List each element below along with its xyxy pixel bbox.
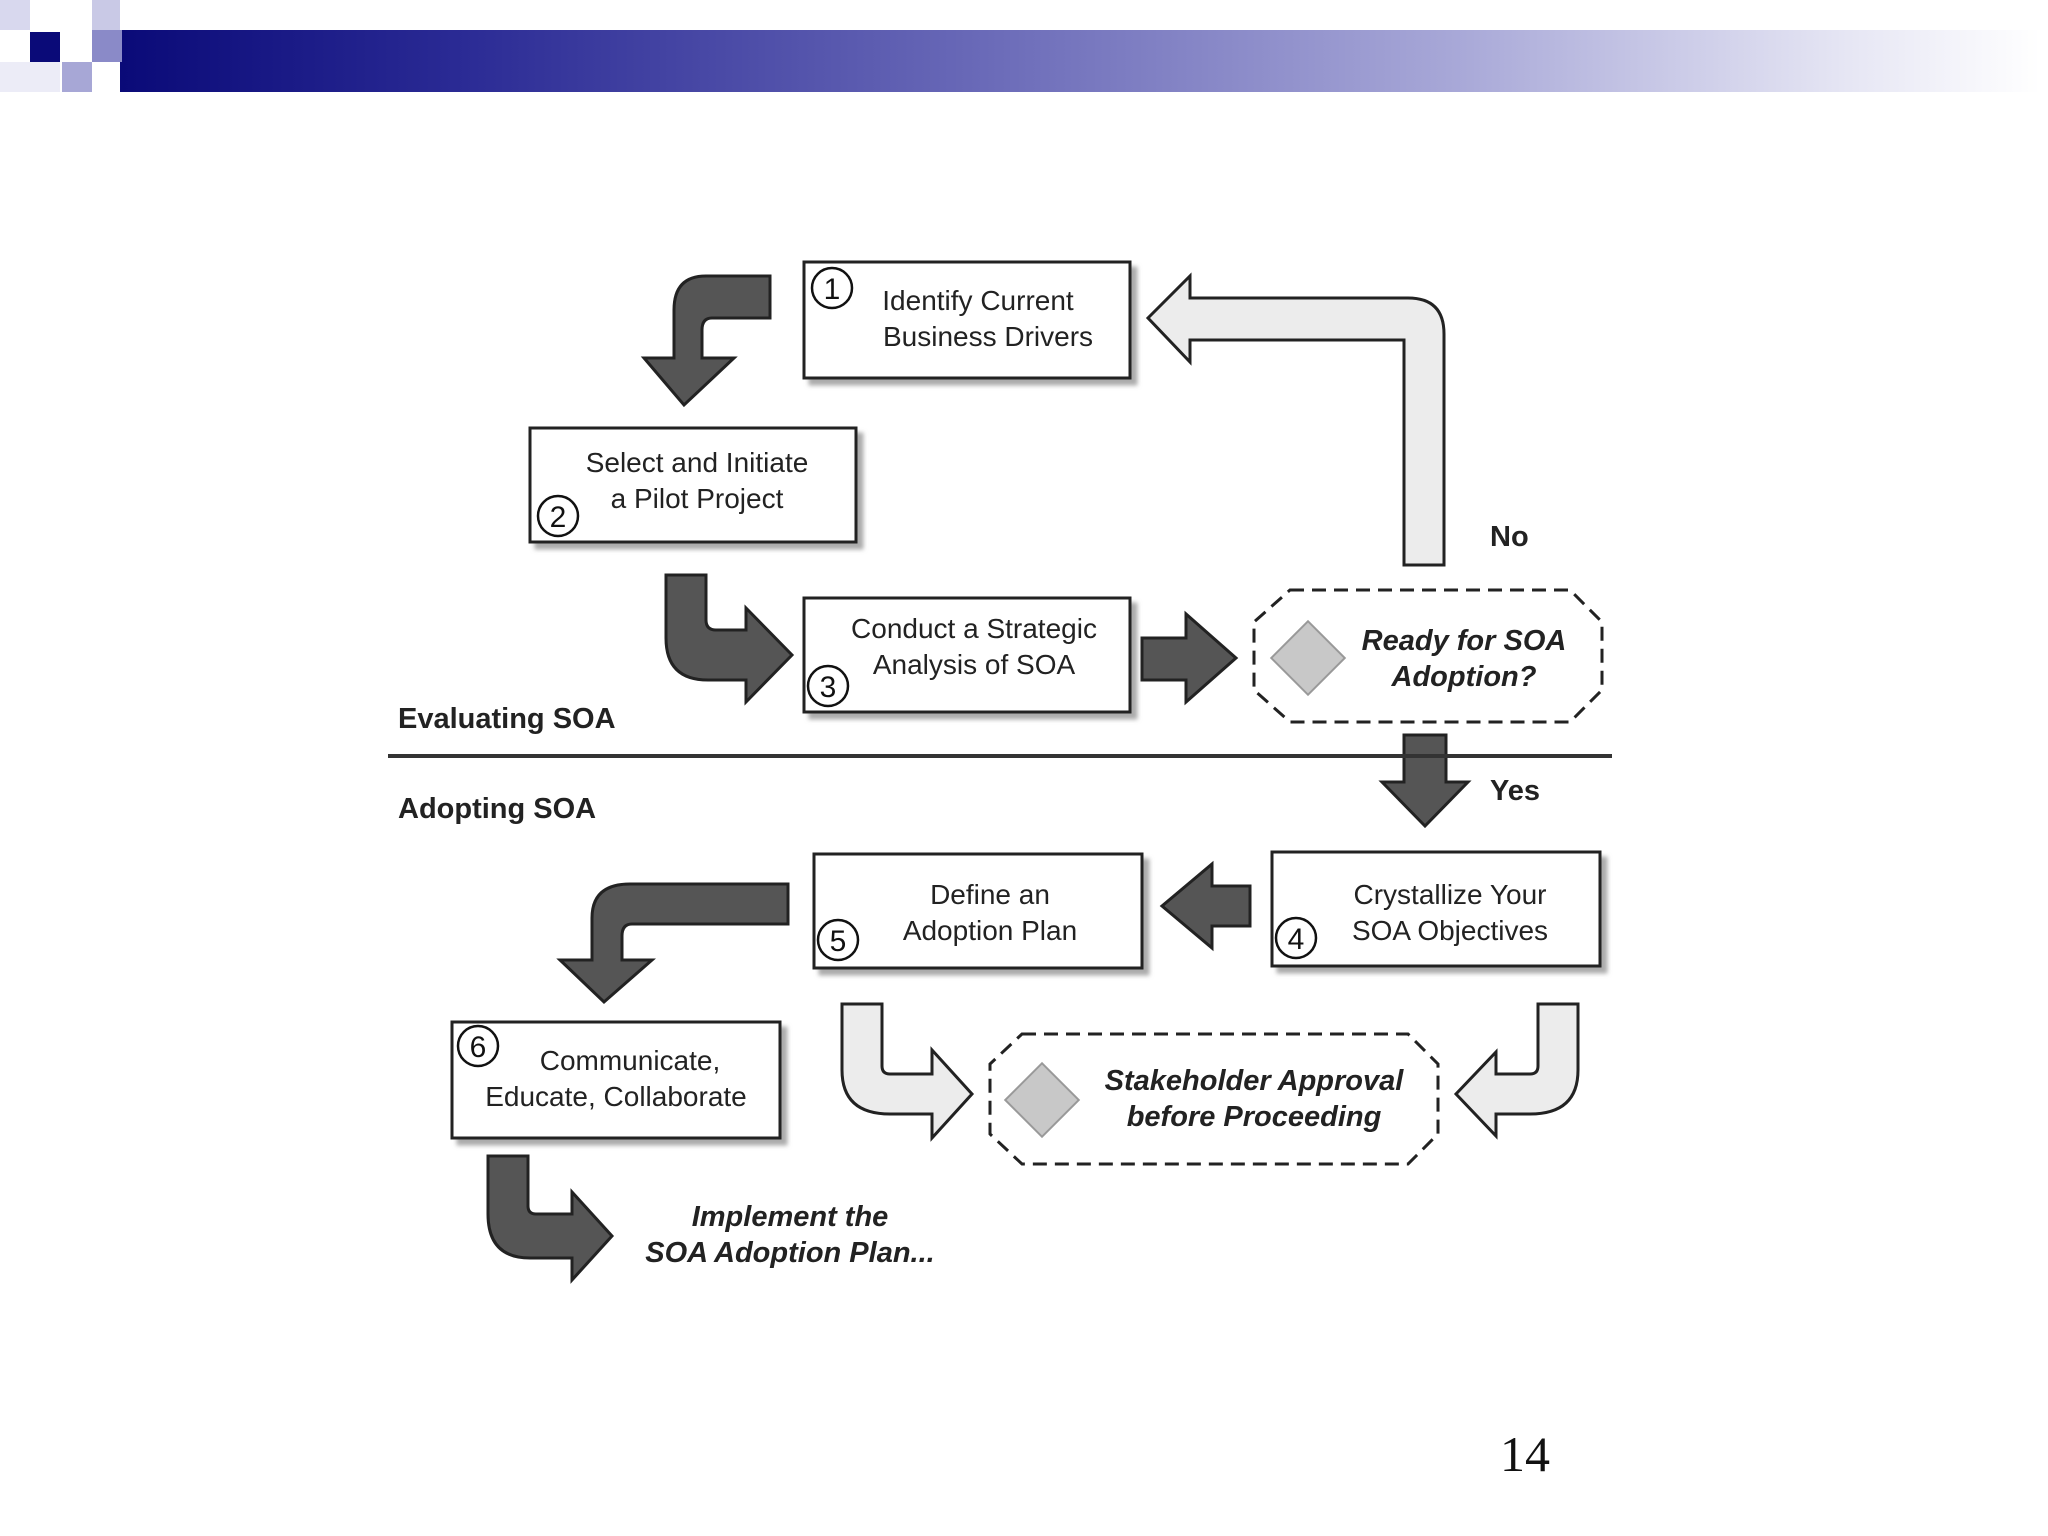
decision-stakeholder-line2: before Proceeding (1127, 1101, 1382, 1133)
header-square-pale (0, 62, 60, 92)
step6-number: 6 (456, 1024, 500, 1068)
decision-stakeholder-shape (988, 1032, 1440, 1166)
header-gradient-bar (120, 30, 2040, 92)
step4-line2: SOA Objectives (1352, 915, 1548, 946)
arrow-to-step2 (640, 274, 772, 408)
step3-box (802, 596, 1132, 714)
arrow-to-step6 (556, 882, 790, 1005)
step1-number: 1 (810, 266, 854, 310)
decision-stakeholder-line1: Stakeholder Approval (1105, 1065, 1405, 1097)
svg-text:2: 2 (550, 501, 567, 534)
step3-number: 3 (806, 664, 850, 708)
header-square-dark (30, 32, 60, 62)
svg-text:4: 4 (1288, 923, 1305, 956)
arrow-yes-down (1378, 733, 1472, 829)
arrow-no-loop (1145, 272, 1446, 567)
step5-number: 5 (816, 918, 860, 962)
step2-number: 2 (536, 494, 580, 538)
arrow-to-implement (486, 1154, 615, 1284)
decision-ready-diamond-icon (1269, 619, 1347, 697)
section-adopting-label: Adopting SOA (398, 793, 596, 825)
arrow-light-right (1453, 1002, 1580, 1140)
header-square-mid2 (92, 30, 122, 62)
branch-yes-label: Yes (1490, 775, 1540, 807)
step4-box (1270, 850, 1602, 968)
svg-text:1: 1 (824, 273, 841, 306)
branch-no-label: No (1490, 521, 1529, 553)
arrow-light-left (840, 1002, 975, 1142)
step1-line1: Identify Current (882, 285, 1074, 316)
header-square-light (0, 0, 30, 30)
step2-box (528, 426, 858, 544)
arrow-to-decision (1140, 610, 1239, 706)
step1-box (802, 260, 1132, 380)
step5-box (812, 852, 1144, 970)
step6-line2: Educate, Collaborate (485, 1081, 747, 1112)
step3-line2: Analysis of SOA (873, 649, 1076, 680)
final-line1: Implement the (692, 1201, 889, 1233)
step1-line2: Business Drivers (883, 321, 1093, 352)
header-square-light2 (62, 62, 92, 92)
arrow-step4-to-step5 (1159, 860, 1252, 952)
step3-line1: Conduct a Strategic (851, 613, 1097, 644)
step5-line1: Define an (930, 879, 1050, 910)
svg-text:6: 6 (470, 1031, 487, 1064)
slide-number: 14 (1500, 1426, 1550, 1482)
step6-box (450, 1020, 782, 1140)
svg-text:5: 5 (830, 925, 847, 958)
decision-ready-line2: Adoption? (1391, 661, 1537, 693)
final-line2: SOA Adoption Plan... (645, 1237, 934, 1269)
svg-text:3: 3 (820, 671, 837, 704)
step4-number: 4 (1274, 916, 1318, 960)
step6-line1: Communicate, (540, 1045, 721, 1076)
step2-line1: Select and Initiate (586, 447, 809, 478)
step2-line2: a Pilot Project (611, 483, 784, 514)
step4-line1: Crystallize Your (1354, 879, 1547, 910)
step5-line2: Adoption Plan (903, 915, 1077, 946)
header-square-mid (92, 0, 120, 30)
decision-stakeholder-diamond-icon (1003, 1061, 1081, 1139)
decision-ready-line1: Ready for SOA (1362, 625, 1567, 657)
arrow-to-step3 (664, 573, 795, 706)
section-evaluating-label: Evaluating SOA (398, 703, 616, 735)
decision-ready-shape (1252, 588, 1604, 724)
